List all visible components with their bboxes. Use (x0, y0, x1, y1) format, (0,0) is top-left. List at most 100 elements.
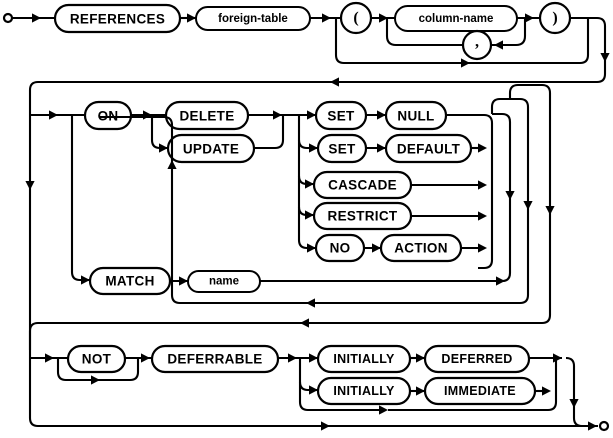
rail-comma-loop-right (490, 18, 527, 47)
rail-update-merge (254, 115, 285, 150)
rail-initially-spine (298, 358, 380, 412)
arrow-on-delete (143, 110, 152, 120)
node-lparen: ( (339, 1, 373, 35)
rail-null-out (446, 113, 494, 135)
arrow-set2-default (377, 143, 386, 153)
arrow-cascade-out (478, 180, 487, 190)
arrow-parens-bypass (461, 58, 470, 68)
node-on: ON (83, 100, 133, 131)
arrow-comma-loop (494, 40, 503, 50)
default-label: DEFAULT (397, 142, 461, 157)
lparen-label: ( (353, 10, 358, 27)
arrow-merge-actions-a (273, 110, 282, 120)
arrow-not-deferrable (141, 353, 150, 363)
set1-label: SET (327, 109, 355, 124)
node-set-default-set: SET (316, 133, 368, 164)
node-delete: DELETE (164, 100, 250, 131)
node-immediate: IMMEDIATE (423, 376, 537, 406)
arrow-final (321, 421, 330, 431)
rail-comma-loop-left (385, 18, 463, 47)
arrow-spine-no (307, 243, 316, 253)
match-label: MATCH (105, 274, 154, 289)
arrow-deferrable-initially-a (288, 353, 297, 363)
node-not: NOT (66, 344, 127, 374)
name-label: name (209, 276, 239, 288)
set2-label: SET (328, 142, 356, 157)
node-references: REFERENCES (53, 3, 182, 34)
arrow-enter-not (45, 353, 54, 363)
rail-section2-repeat-loop (100, 97, 530, 305)
arrow-section3-exit-down (569, 399, 579, 408)
arrow-spine-cascade (305, 179, 314, 189)
delete-label: DELETE (179, 109, 234, 124)
rail-actions-collector (478, 135, 494, 270)
references-label: REFERENCES (70, 12, 165, 27)
arrow-not-bypass (91, 375, 100, 385)
arrow-col-rparen (525, 13, 534, 23)
node-rparen: ) (538, 1, 572, 35)
start-circle (2, 12, 14, 24)
rail-spine-initially2 (298, 381, 318, 392)
node-action: ACTION (379, 233, 463, 263)
arrow-ref-ft (187, 13, 196, 23)
initially2-label: INITIALLY (333, 384, 395, 398)
node-initially-1: INITIALLY (316, 344, 412, 374)
node-null: NULL (384, 100, 448, 131)
arrow-section2-exit-left (300, 318, 309, 328)
arrow-deferred-out (553, 353, 562, 363)
arrow-collector-down-b (523, 201, 533, 210)
arrow-right-down-1 (600, 53, 610, 62)
node-initially-2: INITIALLY (316, 376, 412, 406)
arrow-collector-down-a (505, 191, 515, 200)
immediate-label: IMMEDIATE (444, 384, 516, 398)
action-label: ACTION (394, 241, 448, 256)
arrow-merge-actions-b (307, 110, 316, 120)
arrow-initially1-deferred (416, 353, 425, 363)
end-circle (598, 420, 610, 432)
arrow-match-name (179, 276, 188, 286)
arrow-section2-exit-down (545, 206, 555, 215)
node-match: MATCH (88, 266, 172, 296)
node-restrict: RESTRICT (312, 201, 413, 231)
arrow-bypass-down-1 (25, 181, 35, 190)
cascade-label: CASCADE (328, 178, 397, 193)
node-default: DEFAULT (384, 133, 473, 164)
arrow-spine-set2 (309, 143, 318, 153)
arrow-restrict-out (478, 211, 487, 221)
arrow-immediate-out (542, 386, 551, 396)
deferred-label: DEFERRED (441, 352, 512, 366)
arrow-initially2-immediate (416, 386, 425, 396)
arrow-no-action (372, 243, 381, 253)
arrow-enter-on (49, 110, 58, 120)
node-column-name: column-name (394, 5, 518, 32)
arrow-match-out (496, 276, 505, 286)
arrow-spine-initially2 (309, 385, 318, 395)
arrow-to-update (159, 143, 168, 153)
restrict-label: RESTRICT (328, 209, 398, 224)
rail-spine-set2 (297, 139, 318, 150)
rail-row1-to-row2 (28, 16, 607, 108)
arrow-default-out (478, 143, 487, 153)
update-label: UPDATE (183, 142, 239, 157)
node-set-null-set: SET (314, 100, 368, 131)
rail-initially-collector (388, 358, 558, 412)
arrow-initially-bypass (379, 405, 388, 415)
arrow-start (32, 13, 41, 23)
node-deferrable: DEFERRABLE (150, 344, 280, 374)
node-no: NO (314, 233, 366, 263)
arrow-row1-return (330, 77, 339, 87)
arrow-section2-loopback (306, 298, 315, 308)
rparen-label: ) (552, 10, 557, 27)
rail-final (28, 417, 598, 428)
comma-box (461, 29, 493, 61)
arrow-final-end (588, 421, 597, 431)
rail-actions-spine (297, 115, 316, 250)
arrow-spine-restrict (305, 210, 314, 220)
rail-split-match (70, 115, 90, 282)
not-label: NOT (82, 352, 112, 367)
arrow-enter-match (81, 275, 90, 285)
arrow-deferrable-initially-b (309, 353, 318, 363)
column-name-label: column-name (419, 13, 494, 25)
no-label: NO (330, 241, 351, 256)
